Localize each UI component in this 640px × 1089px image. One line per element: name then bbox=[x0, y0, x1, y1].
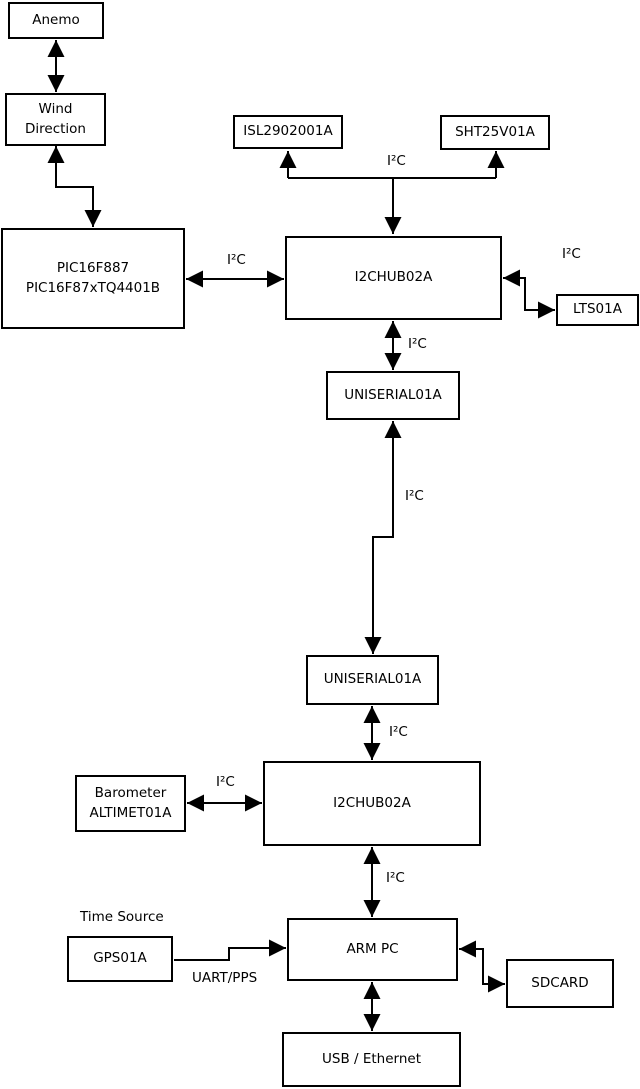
node-label: SDCARD bbox=[531, 974, 589, 991]
edge-label-i2c-uni1-uni2: I²C bbox=[405, 488, 424, 504]
node-label: I2CHUB02A bbox=[333, 794, 411, 811]
edge-label-i2c-baro-hub2: I²C bbox=[216, 774, 235, 790]
node-label: Barometer ALTIMET01A bbox=[89, 784, 172, 821]
node-label: ISL2902001A bbox=[243, 123, 333, 140]
edge-label-i2c-uni2-hub2: I²C bbox=[389, 724, 408, 740]
node-wind-direction: Wind Direction bbox=[5, 93, 106, 146]
node-label: Wind Direction bbox=[25, 100, 86, 137]
node-label: SHT25V01A bbox=[455, 123, 535, 140]
node-label: UNISERIAL01A bbox=[323, 671, 422, 688]
node-label: LTS01A bbox=[573, 301, 622, 318]
edge-label-i2c-sensors: I²C bbox=[387, 153, 406, 169]
node-label: GPS01A bbox=[93, 950, 147, 967]
node-lts01a: LTS01A bbox=[556, 294, 639, 326]
node-sht25v01a: SHT25V01A bbox=[440, 115, 550, 150]
node-i2c-hub-1: I2CHUB02A bbox=[285, 236, 502, 320]
node-label: PIC16F887 PIC16F87xTQ4401B bbox=[25, 259, 161, 296]
node-usb-ethernet: USB / Ethernet bbox=[282, 1032, 461, 1087]
node-label: I2CHUB02A bbox=[354, 269, 433, 286]
node-barometer: Barometer ALTIMET01A bbox=[75, 775, 186, 832]
edge-label-time-source: Time Source bbox=[80, 909, 164, 925]
node-i2c-hub-2: I2CHUB02A bbox=[263, 761, 481, 846]
node-label: ARM PC bbox=[346, 940, 399, 957]
node-pic-mcu: PIC16F887 PIC16F87xTQ4401B bbox=[1, 228, 185, 329]
node-anemometer: Anemo bbox=[8, 2, 104, 39]
node-arm-pc: ARM PC bbox=[287, 918, 458, 981]
node-label: Anemo bbox=[32, 11, 80, 28]
node-gps01a: GPS01A bbox=[67, 936, 173, 982]
edge-label-uart-pps: UART/PPS bbox=[192, 970, 258, 986]
node-label: UNISERIAL01A bbox=[344, 386, 442, 403]
edge-label-i2c-pic-hub1: I²C bbox=[227, 252, 246, 268]
node-uniserial-1: UNISERIAL01A bbox=[326, 371, 460, 420]
node-label: USB / Ethernet bbox=[322, 1050, 421, 1067]
edge-label-i2c-hub1-lts: I²C bbox=[562, 246, 581, 262]
node-isl2902001a: ISL2902001A bbox=[233, 115, 343, 149]
node-uniserial-2: UNISERIAL01A bbox=[306, 655, 439, 705]
edge-label-i2c-hub2-arm: I²C bbox=[386, 870, 405, 886]
node-sdcard: SDCARD bbox=[506, 959, 614, 1008]
edge-label-i2c-hub1-uni1: I²C bbox=[408, 336, 427, 352]
